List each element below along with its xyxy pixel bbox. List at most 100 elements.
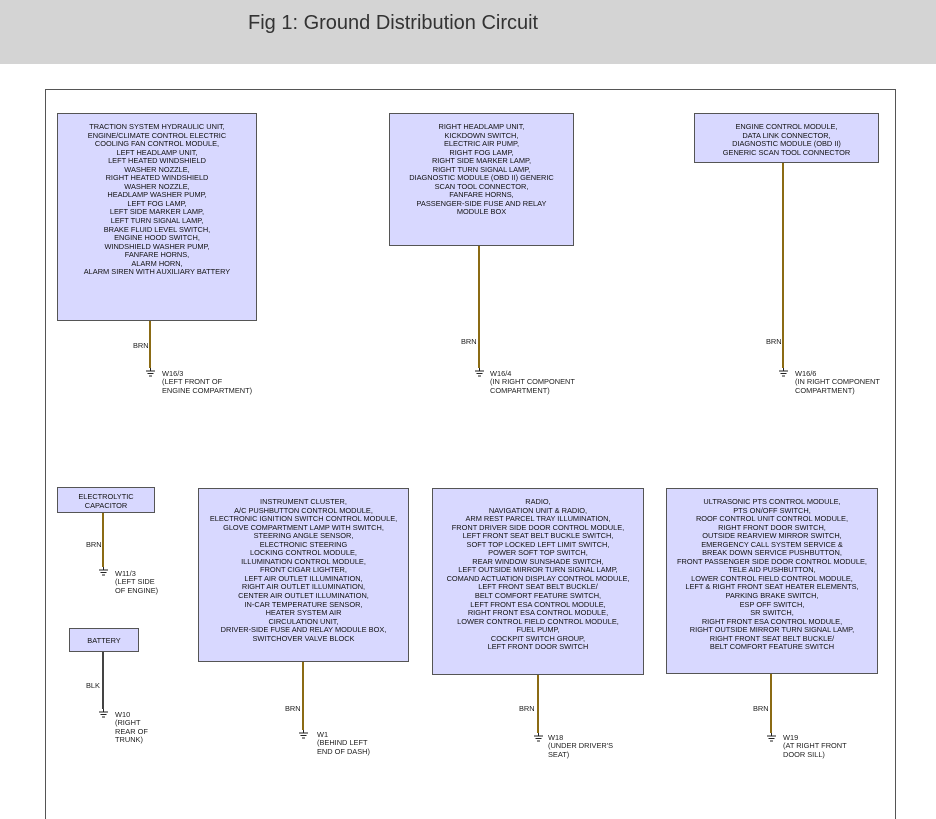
component-box-w16-4: RIGHT HEADLAMP UNIT,KICKDOWN SWITCH,ELEC… [389,113,574,246]
ground-location: COMPARTMENT) [490,385,550,395]
ground-location: (RIGHT [115,718,141,728]
ground-name: W16/4 [490,369,512,378]
component-label: LOWER CONTROL FIELD CONTROL MODULE, [691,573,853,583]
component-label: LEFT FOG LAMP, [127,198,187,208]
component-label: LEFT FRONT SEAT BELT BUCKLE/ [478,582,598,592]
ground-location: ENGINE COMPARTMENT) [162,385,253,395]
component-label: ARM REST PARCEL TRAY ILLUMINATION, [465,514,611,524]
component-label: FRONT CIGAR LIGHTER, [260,565,347,575]
ground-location: (BEHIND LEFT [317,738,368,748]
component-label: BELT COMFORT FEATURE SWITCH [709,642,835,652]
component-label: SCAN TOOL CONNECTOR, [434,181,529,191]
component-label: OUTSIDE REARVIEW MIRROR SWITCH, [702,531,842,541]
component-label: LEFT SIDE MARKER LAMP, [109,207,205,217]
component-label: ULTRASONIC PTS CONTROL MODULE, [703,497,841,506]
component-label: ESP OFF SWITCH, [739,599,805,609]
component-label: DIAGNOSTIC MODULE (OBD II) [732,139,841,149]
component-label: RADIO, [525,497,551,506]
component-label: WASHER NOZZLE, [124,181,190,191]
component-label: LEFT & RIGHT FRONT SEAT HEATER ELEMENTS, [685,582,859,592]
component-label: BREAK DOWN SERVICE PUSHBUTTON, [702,548,842,558]
component-label: FRONT PASSENGER SIDE DOOR CONTROL MODULE… [677,556,867,566]
component-label: REAR WINDOW SUNSHADE SWITCH, [472,556,604,566]
wire-color-label: BRN [753,704,769,713]
component-label: BRAKE FLUID LEVEL SWITCH, [103,224,211,234]
component-label: CENTER AIR OUTLET ILLUMINATION, [238,591,369,601]
component-label: BELT COMFORT FEATURE SWITCH, [474,591,602,601]
component-label: BATTERY [87,636,121,646]
wire-color-label: BRN [285,704,301,713]
component-label: MODULE BOX [456,207,507,217]
component-label: ELECTRONIC IGNITION SWITCH CONTROL MODUL… [209,514,398,524]
component-label: SR SWITCH, [750,608,794,618]
ground-location: COMPARTMENT) [795,385,855,395]
component-box-w1: INSTRUMENT CLUSTER,A/C PUSHBUTTON CONTRO… [198,488,409,662]
wire-color-label: BRN [766,337,782,346]
diagram-frame [45,89,896,819]
component-label: RIGHT SIDE MARKER LAMP, [431,156,532,166]
component-box-w16-3: TRACTION SYSTEM HYDRAULIC UNIT,ENGINE/CL… [57,113,257,321]
component-box-w19: ULTRASONIC PTS CONTROL MODULE,PTS ON/OFF… [666,488,878,674]
ground-name: W16/3 [162,369,184,378]
component-label: LEFT FRONT ESA CONTROL MODULE, [470,599,606,609]
wire-color-label: BRN [519,704,535,713]
component-label: FRONT DRIVER SIDE DOOR CONTROL MODULE, [451,522,625,532]
component-label: LEFT FRONT SEAT BELT BUCKLE SWITCH, [462,531,614,541]
component-label: LEFT HEATED WINDSHIELD [108,156,206,166]
ground-location: END OF DASH) [317,746,370,756]
ground-location: (AT RIGHT FRONT [783,741,847,751]
component-label: INSTRUMENT CLUSTER, [260,497,347,506]
ground-name: W11/3 [115,569,136,578]
component-label: ENGINE/CLIMATE CONTROL ELECTRIC [87,130,227,140]
ground-symbol-icon [99,709,108,718]
component-label: DIAGNOSTIC MODULE (OBD II) GENERIC [409,173,554,183]
component-label: SOFT TOP LOCKED LEFT LIMIT SWITCH, [466,539,610,549]
component-label: SWITCHOVER VALVE BLOCK [252,633,355,643]
ground-name: W16/6 [795,369,817,378]
component-label: LEFT HEADLAMP UNIT, [116,147,198,157]
ground-location: REAR OF [115,726,148,736]
component-label: HEADLAMP WASHER PUMP, [107,190,207,200]
ground-location: (LEFT SIDE [115,577,155,587]
component-label: RIGHT HEATED WINDSHIELD [105,173,209,183]
component-label: CIRCULATION UNIT, [268,616,339,626]
component-label: RIGHT FRONT DOOR SWITCH, [718,522,826,532]
ground-wire [782,163,784,368]
ground-name: W19 [783,733,799,742]
wire-color-label: BRN [86,540,102,549]
ground-name: W1 [317,730,329,739]
component-label: IN-CAR TEMPERATURE SENSOR, [244,599,363,609]
component-label: HEATER SYSTEM AIR [265,608,342,618]
component-box-w10: BATTERY [69,628,139,652]
wire-color-label: BRN [461,337,477,346]
component-box-w16-6: ENGINE CONTROL MODULE,DATA LINK CONNECTO… [694,113,879,163]
ground-wire [537,675,539,733]
component-label: COMAND ACTUATION DISPLAY CONTROL MODULE, [446,573,630,583]
component-label: WINDSHIELD WASHER PUMP, [104,241,210,251]
component-label: DRIVER-SIDE FUSE AND RELAY MODULE BOX, [220,625,387,635]
ground-wire [102,513,104,567]
ground-location: SEAT) [548,749,570,759]
component-label: LEFT FRONT DOOR SWITCH [487,642,589,652]
ground-wire [478,246,480,368]
component-label: RIGHT FRONT ESA CONTROL MODULE, [701,616,843,626]
component-label: LEFT AIR OUTLET ILLUMINATION, [244,573,363,583]
component-label: RIGHT FRONT ESA CONTROL MODULE, [467,608,609,618]
component-label: RIGHT OUTSIDE MIRROR TURN SIGNAL LAMP, [689,625,855,635]
ground-location: (IN RIGHT COMPONENT [490,377,575,387]
component-label: WASHER NOZZLE, [124,164,190,174]
component-label: DATA LINK CONNECTOR, [742,130,831,140]
component-label: PARKING BRAKE SWITCH, [725,591,819,601]
ground-symbol-icon [99,567,108,576]
component-label: ILLUMINATION CONTROL MODULE, [241,556,366,566]
component-label: LOWER CONTROL FIELD CONTROL MODULE, [457,616,619,626]
ground-location: DOOR SILL) [783,749,825,759]
component-label: ALARM SIREN WITH AUXILIARY BATTERY [83,267,231,277]
component-label: RIGHT FRONT SEAT BELT BUCKLE/ [709,633,835,643]
component-label: RIGHT FOG LAMP, [449,147,514,157]
